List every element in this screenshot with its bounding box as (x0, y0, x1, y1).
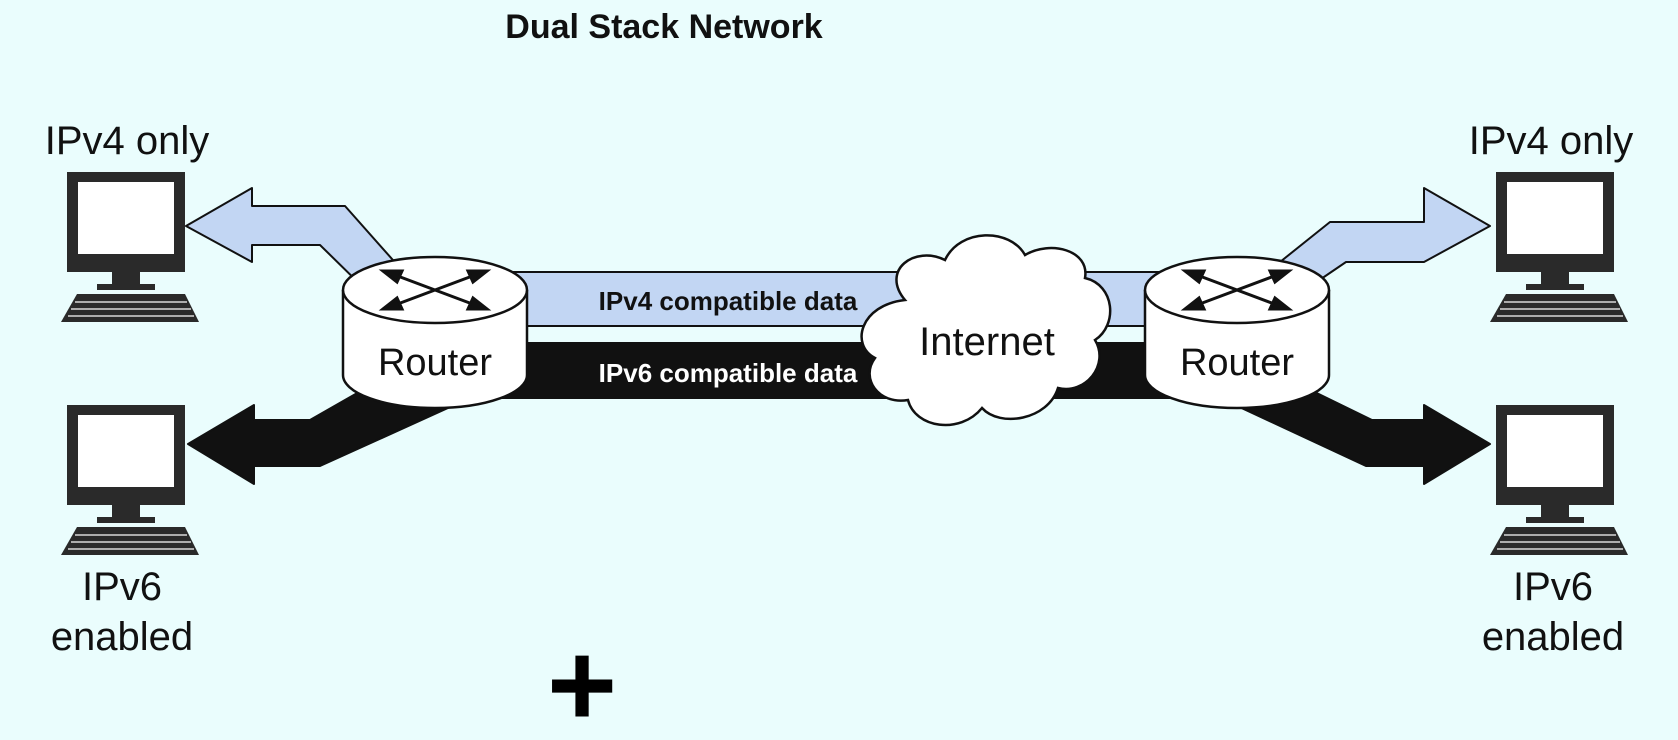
left-ipv4-arrow (185, 187, 401, 297)
left-bottom-host-label-line1: IPv6 (82, 565, 162, 609)
left-router-label: Router (378, 342, 492, 384)
computer-icon (1489, 404, 1629, 556)
left-router: Router (341, 255, 529, 410)
ipv4-link-label: IPv4 compatible data (599, 286, 858, 316)
left-top-host-label: IPv4 only (45, 119, 210, 163)
right-router: Router (1143, 255, 1331, 410)
right-ipv6-arrow (1219, 379, 1491, 485)
internet-label: Internet (919, 320, 1055, 364)
computer-icon (60, 171, 200, 323)
router-arrows-icon (1180, 269, 1294, 311)
computer-icon (60, 404, 200, 556)
router-arrows-icon (378, 269, 492, 311)
right-bottom-host-label-line2: enabled (1482, 615, 1624, 659)
left-bottom-host-label-line2: enabled (51, 615, 193, 659)
right-top-host-label: IPv4 only (1469, 119, 1634, 163)
right-router-label: Router (1180, 342, 1294, 384)
ipv6-link-label: IPv6 compatible data (599, 358, 858, 388)
computer-icon (1489, 171, 1629, 323)
right-bottom-host-label-line1: IPv6 (1513, 565, 1593, 609)
internet-cloud: Internet (860, 234, 1112, 427)
plus-symbol: + (547, 618, 617, 735)
diagram-title: Dual Stack Network (505, 8, 823, 46)
